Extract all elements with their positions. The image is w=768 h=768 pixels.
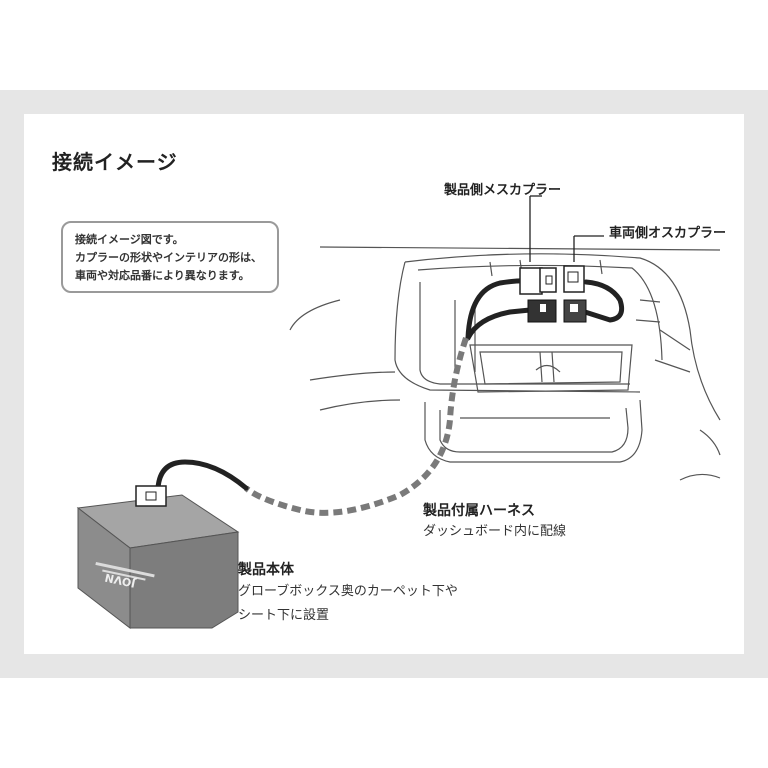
note-line-1: 接続イメージ図です。 xyxy=(75,233,184,246)
unit-description-1: グローブボックス奥のカーペット下や xyxy=(238,584,458,599)
male-coupler-icon xyxy=(563,265,585,293)
box-logo: JOVN xyxy=(104,571,138,590)
box-plug-icon xyxy=(135,485,167,507)
callout-lines xyxy=(529,195,604,262)
box-cable xyxy=(155,459,249,491)
harness-title: 製品付属ハーネス xyxy=(423,503,535,519)
note-line-2: カプラーの形状やインテリアの形は、 xyxy=(75,251,262,264)
unit-description-2: シート下に設置 xyxy=(238,608,330,623)
female-coupler-label: 製品側メスカプラー xyxy=(444,183,562,198)
harness-coupler-male-icon xyxy=(563,299,587,323)
note-box: 接続イメージ図です。 カプラーの形状やインテリアの形は、 車両や対応品番により異… xyxy=(61,221,279,293)
female-coupler-icon xyxy=(519,267,557,295)
note-line-3: 車両や対応品番により異なります。 xyxy=(75,269,250,282)
dashboard-outline xyxy=(289,246,721,481)
harness-coupler-female-icon xyxy=(527,299,557,323)
male-coupler-label: 車両側オスカプラー xyxy=(609,226,727,241)
unit-title: 製品本体 xyxy=(238,562,294,578)
product-box-icon xyxy=(76,494,240,630)
harness-dashed-route xyxy=(244,337,469,516)
harness-description: ダッシュボード内に配線 xyxy=(423,524,567,539)
page-title: 接続イメージ xyxy=(52,150,178,174)
